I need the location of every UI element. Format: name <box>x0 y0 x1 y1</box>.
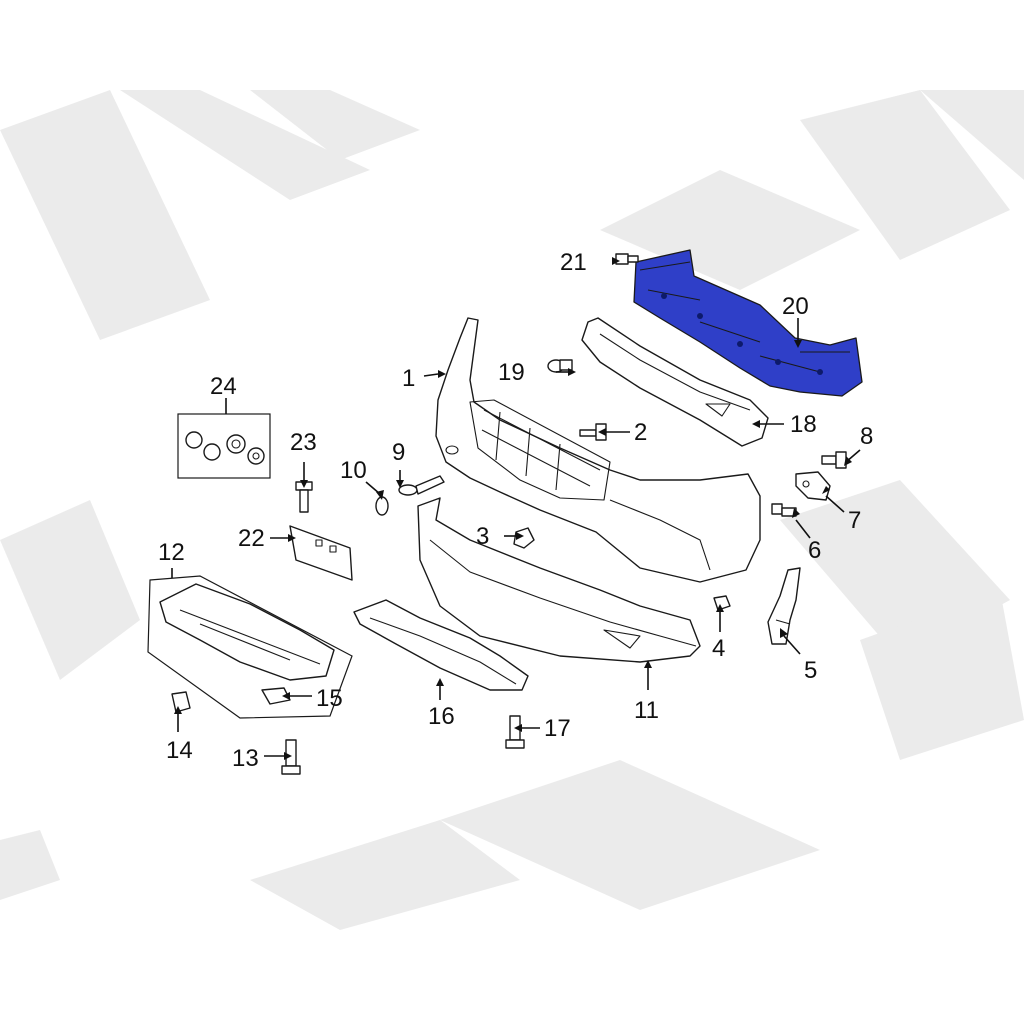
callout-2: 2 <box>634 419 647 446</box>
bumper-cover-part-1[interactable] <box>435 317 761 583</box>
callout-15: 15 <box>316 685 343 712</box>
callout-24: 24 <box>210 373 237 400</box>
undercover-part-12[interactable] <box>147 575 353 719</box>
reinforcement-bar-part-20[interactable] <box>633 249 863 397</box>
lower-bumper-part-11[interactable] <box>417 497 701 663</box>
callout-14: 14 <box>166 737 193 764</box>
callout-16: 16 <box>428 703 455 730</box>
energy-absorber-part-18[interactable] <box>581 317 769 447</box>
clip-part-14[interactable] <box>171 691 191 713</box>
callout-12: 12 <box>158 539 185 566</box>
bracket-part-22[interactable] <box>289 525 353 581</box>
callout-20: 20 <box>782 293 809 320</box>
callout-1: 1 <box>402 365 415 392</box>
callout-4: 4 <box>712 635 725 662</box>
callout-19: 19 <box>498 359 525 386</box>
bolt-part-6[interactable] <box>771 503 797 517</box>
clip-part-4[interactable] <box>713 595 731 611</box>
callout-13: 13 <box>232 745 259 772</box>
callout-18: 18 <box>790 411 817 438</box>
callout-3: 3 <box>476 523 489 550</box>
bolt-part-21[interactable] <box>615 253 639 265</box>
callout-10: 10 <box>340 457 367 484</box>
watermark <box>0 90 1024 930</box>
clip-part-3[interactable] <box>513 527 535 549</box>
callout-22: 22 <box>238 525 265 552</box>
lower-bracket-part-16[interactable] <box>353 599 529 691</box>
fog-lamp-part-9[interactable] <box>398 475 445 496</box>
callout-9: 9 <box>392 439 405 466</box>
callout-23: 23 <box>290 429 317 456</box>
callout-5: 5 <box>804 657 817 684</box>
hardware-kit-part-24[interactable] <box>177 413 271 479</box>
callout-11: 11 <box>634 697 659 724</box>
bolt-part-8[interactable] <box>821 451 847 469</box>
callout-21: 21 <box>560 249 587 276</box>
callout-8: 8 <box>860 423 873 450</box>
leader-lines <box>171 260 861 757</box>
callout-7: 7 <box>848 507 861 534</box>
callout-6: 6 <box>808 537 821 564</box>
callout-labels: 1 2 3 4 5 6 7 8 9 10 11 12 13 14 15 16 1… <box>158 249 873 772</box>
arrowheads <box>174 257 852 760</box>
side-bracket-part-5[interactable] <box>767 567 801 645</box>
bolt-part-17[interactable] <box>505 715 525 749</box>
bracket-part-7[interactable] <box>795 471 831 501</box>
callout-17: 17 <box>544 715 571 742</box>
